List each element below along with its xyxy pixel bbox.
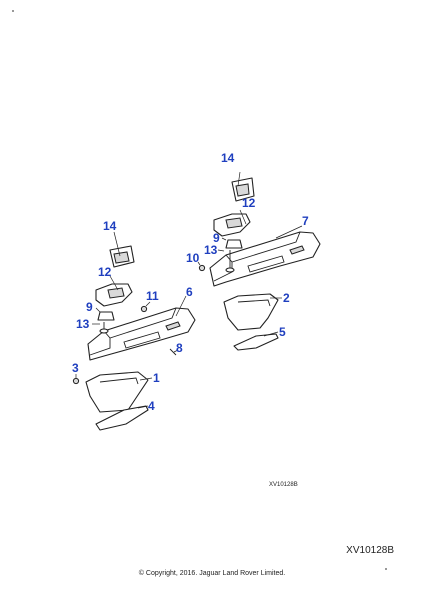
bump-stop-right	[225, 239, 243, 249]
switch-left	[109, 245, 135, 268]
callout-14-right: 14	[221, 151, 235, 165]
reference-code: XV10128B	[346, 545, 394, 556]
cup-holder-right	[223, 293, 279, 331]
callout-5: 5	[279, 325, 286, 339]
callout-7: 7	[302, 214, 309, 228]
callout-13-left: 13	[76, 317, 90, 331]
pin-left	[169, 348, 177, 356]
clip-left	[140, 305, 148, 313]
screw-left	[99, 322, 109, 334]
callout-12-left: 12	[98, 265, 112, 279]
switch-right	[231, 177, 255, 202]
corner-mark	[12, 10, 14, 12]
callout-1: 1	[153, 371, 160, 385]
mat-right	[233, 333, 279, 351]
callout-10: 10	[186, 251, 200, 265]
callout-6: 6	[186, 285, 193, 299]
mat-left	[95, 405, 149, 431]
callout-4: 4	[148, 399, 155, 413]
copyright-notice: © Copyright, 2016. Jaguar Land Rover Lim…	[138, 570, 286, 577]
cup-holder-left	[85, 371, 149, 413]
callout-13-right: 13	[204, 243, 218, 257]
screw-right	[225, 250, 235, 273]
drawing-id: XV10128B	[269, 482, 298, 488]
callout-3: 3	[72, 361, 79, 375]
callout-12-right: 12	[242, 196, 256, 210]
callout-8: 8	[176, 341, 183, 355]
bump-stop-left	[97, 311, 115, 321]
switch-bezel-right	[213, 213, 251, 237]
clip-right	[198, 264, 206, 272]
callout-2: 2	[283, 291, 290, 305]
callout-9-right: 9	[213, 231, 220, 245]
switch-bezel-left	[95, 283, 133, 307]
console-rail-left	[87, 307, 196, 361]
console-rail-right	[209, 231, 321, 287]
callout-11: 11	[146, 289, 159, 303]
callout-14-left: 14	[103, 219, 117, 233]
callout-9-left: 9	[86, 300, 93, 314]
nut-left	[72, 377, 80, 385]
corner-mark	[385, 568, 387, 570]
